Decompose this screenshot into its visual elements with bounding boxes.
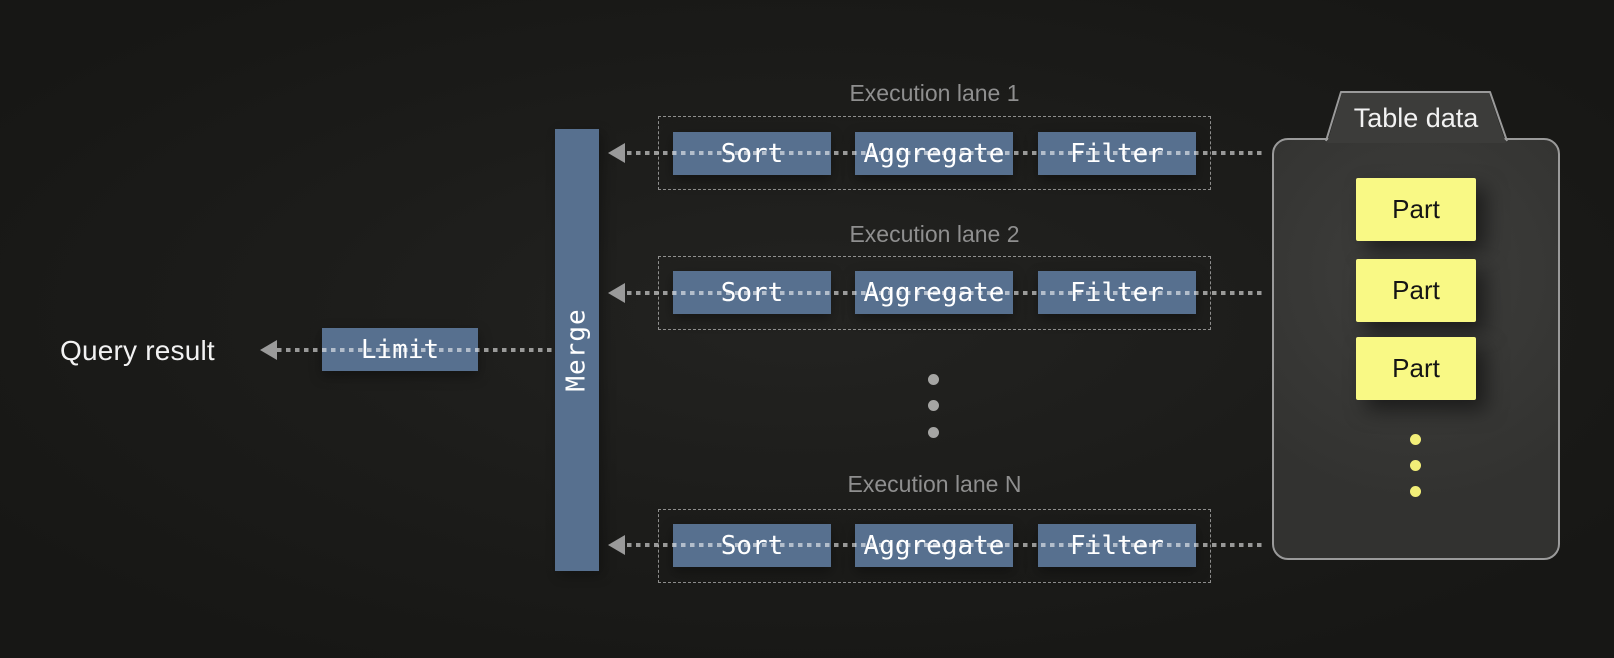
part-box: Part xyxy=(1356,259,1476,322)
dataflow-dotted-line xyxy=(627,291,1264,295)
sort-operator-label: Sort xyxy=(720,138,784,169)
parts-ellipsis-dot xyxy=(1410,486,1421,497)
lanes-ellipsis-dot xyxy=(928,427,939,438)
sort-operator-label: Sort xyxy=(720,277,784,308)
arrowhead-left-icon xyxy=(260,340,277,360)
part-box: Part xyxy=(1356,337,1476,400)
aggregate-operator-box: Aggregate xyxy=(855,524,1013,567)
dataflow-dotted-line xyxy=(627,543,1264,547)
query-result-label: Query result xyxy=(60,335,215,366)
merge-operator-label: Merge xyxy=(562,308,592,392)
aggregate-operator-label: Aggregate xyxy=(863,277,1005,308)
part-label: Part xyxy=(1392,275,1440,305)
parts-ellipsis-dot xyxy=(1410,460,1421,471)
execution-lane-N-title: Execution lane N xyxy=(847,471,1022,497)
table-data-title: Table data xyxy=(1353,103,1479,133)
lanes-ellipsis-dot xyxy=(928,400,939,411)
arrowhead-left-icon xyxy=(608,143,625,163)
filter-operator-label: Filter xyxy=(1070,277,1164,308)
filter-operator-label: Filter xyxy=(1070,138,1164,169)
lanes-ellipsis-dot xyxy=(928,374,939,385)
part-box: Part xyxy=(1356,178,1476,241)
table-data-tab xyxy=(1325,91,1508,143)
table-data-container: Part Part Part xyxy=(1272,138,1560,560)
aggregate-operator-label: Aggregate xyxy=(863,138,1005,169)
aggregate-operator-label: Aggregate xyxy=(863,530,1005,561)
aggregate-operator-box: Aggregate xyxy=(855,271,1013,314)
part-label: Part xyxy=(1392,194,1440,224)
parts-ellipsis-dot xyxy=(1410,434,1421,445)
limit-operator-label: Limit xyxy=(360,334,440,365)
part-label: Part xyxy=(1392,353,1440,383)
execution-lane-2-title: Execution lane 2 xyxy=(849,221,1020,247)
dataflow-dotted-line xyxy=(627,151,1264,155)
dataflow-dotted-line xyxy=(277,348,555,352)
aggregate-operator-box: Aggregate xyxy=(855,132,1013,175)
arrowhead-left-icon xyxy=(608,535,625,555)
filter-operator-label: Filter xyxy=(1070,530,1164,561)
merge-operator-box: Merge xyxy=(555,129,599,571)
arrowhead-left-icon xyxy=(608,283,625,303)
execution-lane-1-title: Execution lane 1 xyxy=(849,80,1020,106)
sort-operator-label: Sort xyxy=(720,530,784,561)
